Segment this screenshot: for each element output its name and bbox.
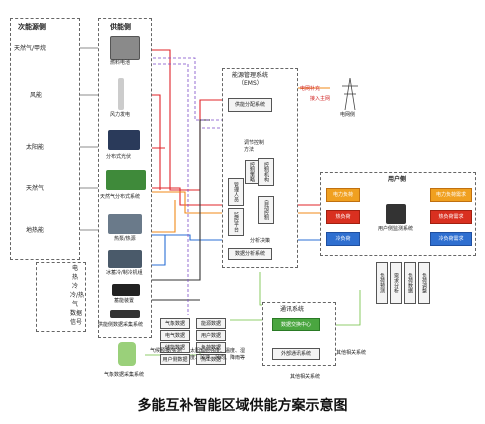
ems-dispatch-box: 供能分配系统 bbox=[228, 98, 272, 112]
user-side-title: 用户侧 bbox=[388, 176, 407, 183]
data-box-7: 热工数据 bbox=[196, 354, 226, 365]
comm-external: 外部通讯系统 bbox=[272, 348, 320, 360]
data-box-0: 气象数据 bbox=[160, 318, 190, 329]
user-supply-electric: 电力负荷 bbox=[326, 188, 360, 202]
ems-data-analysis: 数据分析系统 bbox=[228, 248, 272, 260]
supply-device-7: 供能侧数据采集系统 bbox=[98, 322, 144, 328]
ems-control-mech: 控制机构 bbox=[258, 158, 274, 186]
ems-regulate: 调节控制方法 bbox=[244, 140, 265, 153]
legend-panel bbox=[36, 262, 86, 332]
data-box-6: 用户侧数据 bbox=[160, 354, 190, 365]
comm-bottom-link: 其他相关系统 bbox=[290, 374, 321, 380]
ems-title: 能源管理系统 bbox=[232, 72, 269, 79]
energy-item-3: 天然气 bbox=[26, 185, 45, 192]
energy-item-2: 太阳能 bbox=[26, 144, 45, 151]
ems-auto-control: 自动控制 bbox=[258, 196, 274, 224]
ems-strategy: 控制策略 bbox=[245, 160, 259, 184]
comm-exchange: 数据交换中心 bbox=[272, 318, 320, 331]
weather-station-label: 气象数据采集系统 bbox=[104, 372, 145, 378]
wind-turbine-icon bbox=[118, 78, 124, 110]
ems-subtitle: （EMS） bbox=[238, 80, 263, 87]
supply-side-title: 供能侧 bbox=[110, 23, 131, 31]
user-demand-cold: 冷负荷需求 bbox=[430, 232, 472, 246]
supply-device-1: 风力发电 bbox=[110, 112, 131, 118]
user-supply-heat: 热负荷 bbox=[326, 210, 360, 224]
supply-device-3: 天然气分布式系统 bbox=[100, 194, 141, 200]
weather-note-1: 气候预报/实测 bbox=[150, 348, 182, 354]
energy-item-0: 天然气/甲烷 bbox=[14, 45, 47, 52]
energy-side-panel bbox=[10, 18, 80, 260]
legend-item-2: 冷 bbox=[72, 283, 79, 290]
heat-pump-icon bbox=[108, 214, 142, 234]
supply-device-0: 燃料电池 bbox=[110, 60, 131, 66]
comm-other: 其他相关系统 bbox=[336, 350, 367, 356]
user-vertical-3: 负荷调整 bbox=[418, 262, 430, 304]
legend-item-5: 数据 bbox=[70, 310, 83, 317]
data-box-1: 能源数据 bbox=[196, 318, 226, 329]
comm-title: 通讯系统 bbox=[280, 306, 305, 313]
chiller-icon bbox=[108, 250, 142, 268]
grid-side-label: 电网侧 bbox=[340, 112, 356, 118]
user-demand-electric: 电力负荷需求 bbox=[430, 188, 472, 202]
legend-item-1: 热 bbox=[72, 274, 79, 281]
solar-panel-icon bbox=[108, 130, 140, 150]
legend-item-6: 信号 bbox=[70, 319, 83, 326]
gas-generator-icon bbox=[106, 170, 146, 190]
data-box-5: 负荷数据 bbox=[196, 342, 226, 353]
data-box-2: 电气数据 bbox=[160, 330, 190, 341]
legend-item-0: 电 bbox=[72, 265, 79, 272]
ems-decision: 分析决策 bbox=[250, 238, 271, 244]
user-vertical-1: 需求分析 bbox=[390, 262, 402, 304]
ems-monitor: 监控平台 bbox=[228, 208, 244, 236]
data-collector-icon bbox=[110, 310, 140, 318]
supply-device-6: 蓄能装置 bbox=[114, 298, 135, 304]
weather-note-2: 太阳辐射强度、温度、湿度、风速、风向、降雨等 bbox=[190, 348, 246, 361]
energy-item-4: 地热能 bbox=[26, 227, 45, 234]
energy-item-1: 风能 bbox=[30, 92, 43, 99]
user-vertical-0: 负荷预测 bbox=[376, 262, 388, 304]
user-demand-heat: 热负荷需求 bbox=[430, 210, 472, 224]
data-box-3: 用户数据 bbox=[196, 330, 226, 341]
grid-connect-label: 接入主网 bbox=[310, 96, 331, 102]
user-monitor-icon bbox=[386, 204, 406, 224]
user-vertical-2: 负荷数据 bbox=[404, 262, 416, 304]
supply-device-4: 热泵/热源 bbox=[114, 236, 136, 242]
diagram-title: 多能互补智能区域供能方案示意图 bbox=[137, 398, 348, 414]
weather-station-icon bbox=[118, 342, 136, 366]
storage-icon bbox=[112, 284, 140, 296]
data-box-4: 储能数据 bbox=[160, 342, 190, 353]
user-supply-cold: 冷负荷 bbox=[326, 232, 360, 246]
supply-device-5: 冰蓄冷/制冷机组 bbox=[106, 270, 143, 276]
energy-side-title: 次能源侧 bbox=[18, 23, 46, 31]
supply-device-2: 分布式光伏 bbox=[106, 154, 132, 160]
grid-supply-label: 电网补充 bbox=[300, 86, 321, 92]
ems-mgmt-person: 管理人员 bbox=[228, 178, 244, 206]
legend-item-3: 冷/热 bbox=[70, 292, 85, 299]
legend-item-4: 气 bbox=[72, 301, 79, 308]
fuel-cell-icon bbox=[110, 36, 140, 60]
user-monitor-label: 用户侧监测系统 bbox=[378, 226, 414, 232]
